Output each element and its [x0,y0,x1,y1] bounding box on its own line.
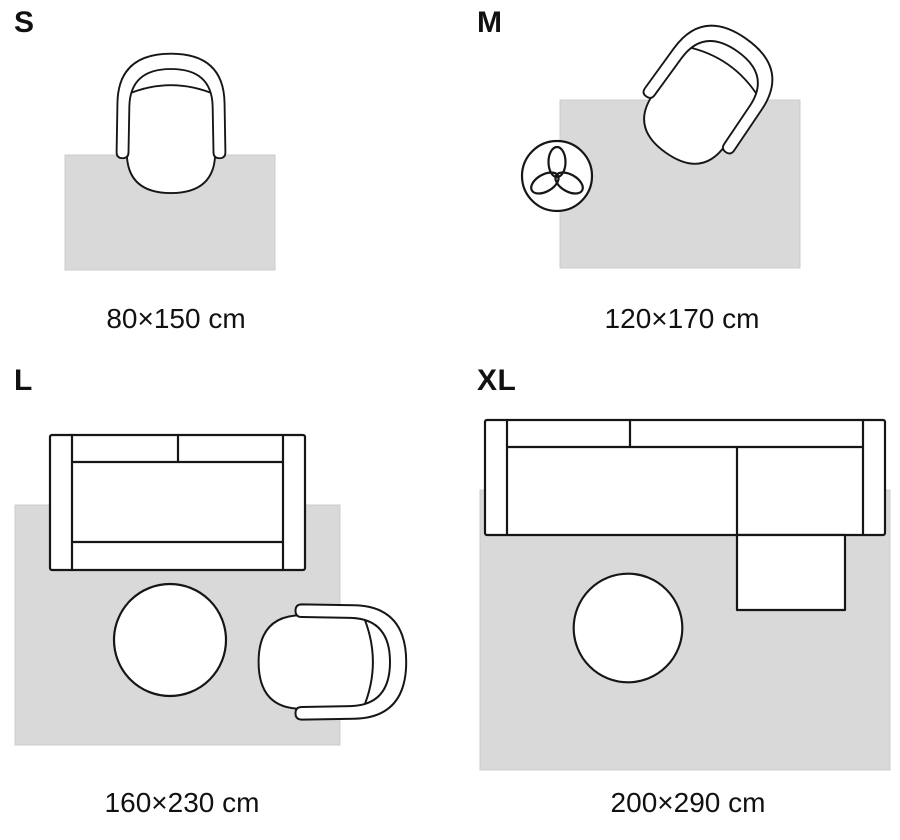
corner-sofa-icon [483,418,887,612]
round-table-icon [572,572,684,684]
size-xl-scene [479,418,891,771]
size-dimensions-m: 120×170 cm [604,303,760,334]
sofa-icon [48,433,307,572]
size-label-m: M [477,6,503,39]
size-label-l: L [14,364,33,397]
size-dimensions-l: 160×230 cm [104,787,260,818]
size-s-scene [64,52,276,271]
size-label-xl: XL [477,364,517,397]
size-dimensions-xl: 200×290 cm [610,787,766,818]
armchair-icon [115,52,227,195]
size-dimensions-s: 80×150 cm [106,303,246,334]
size-m-scene [520,6,801,269]
armchair-icon [257,603,408,721]
size-l-scene [14,433,408,746]
potted-plant-icon [520,139,594,213]
round-table-icon [112,582,228,698]
size-label-s: S [14,6,35,39]
